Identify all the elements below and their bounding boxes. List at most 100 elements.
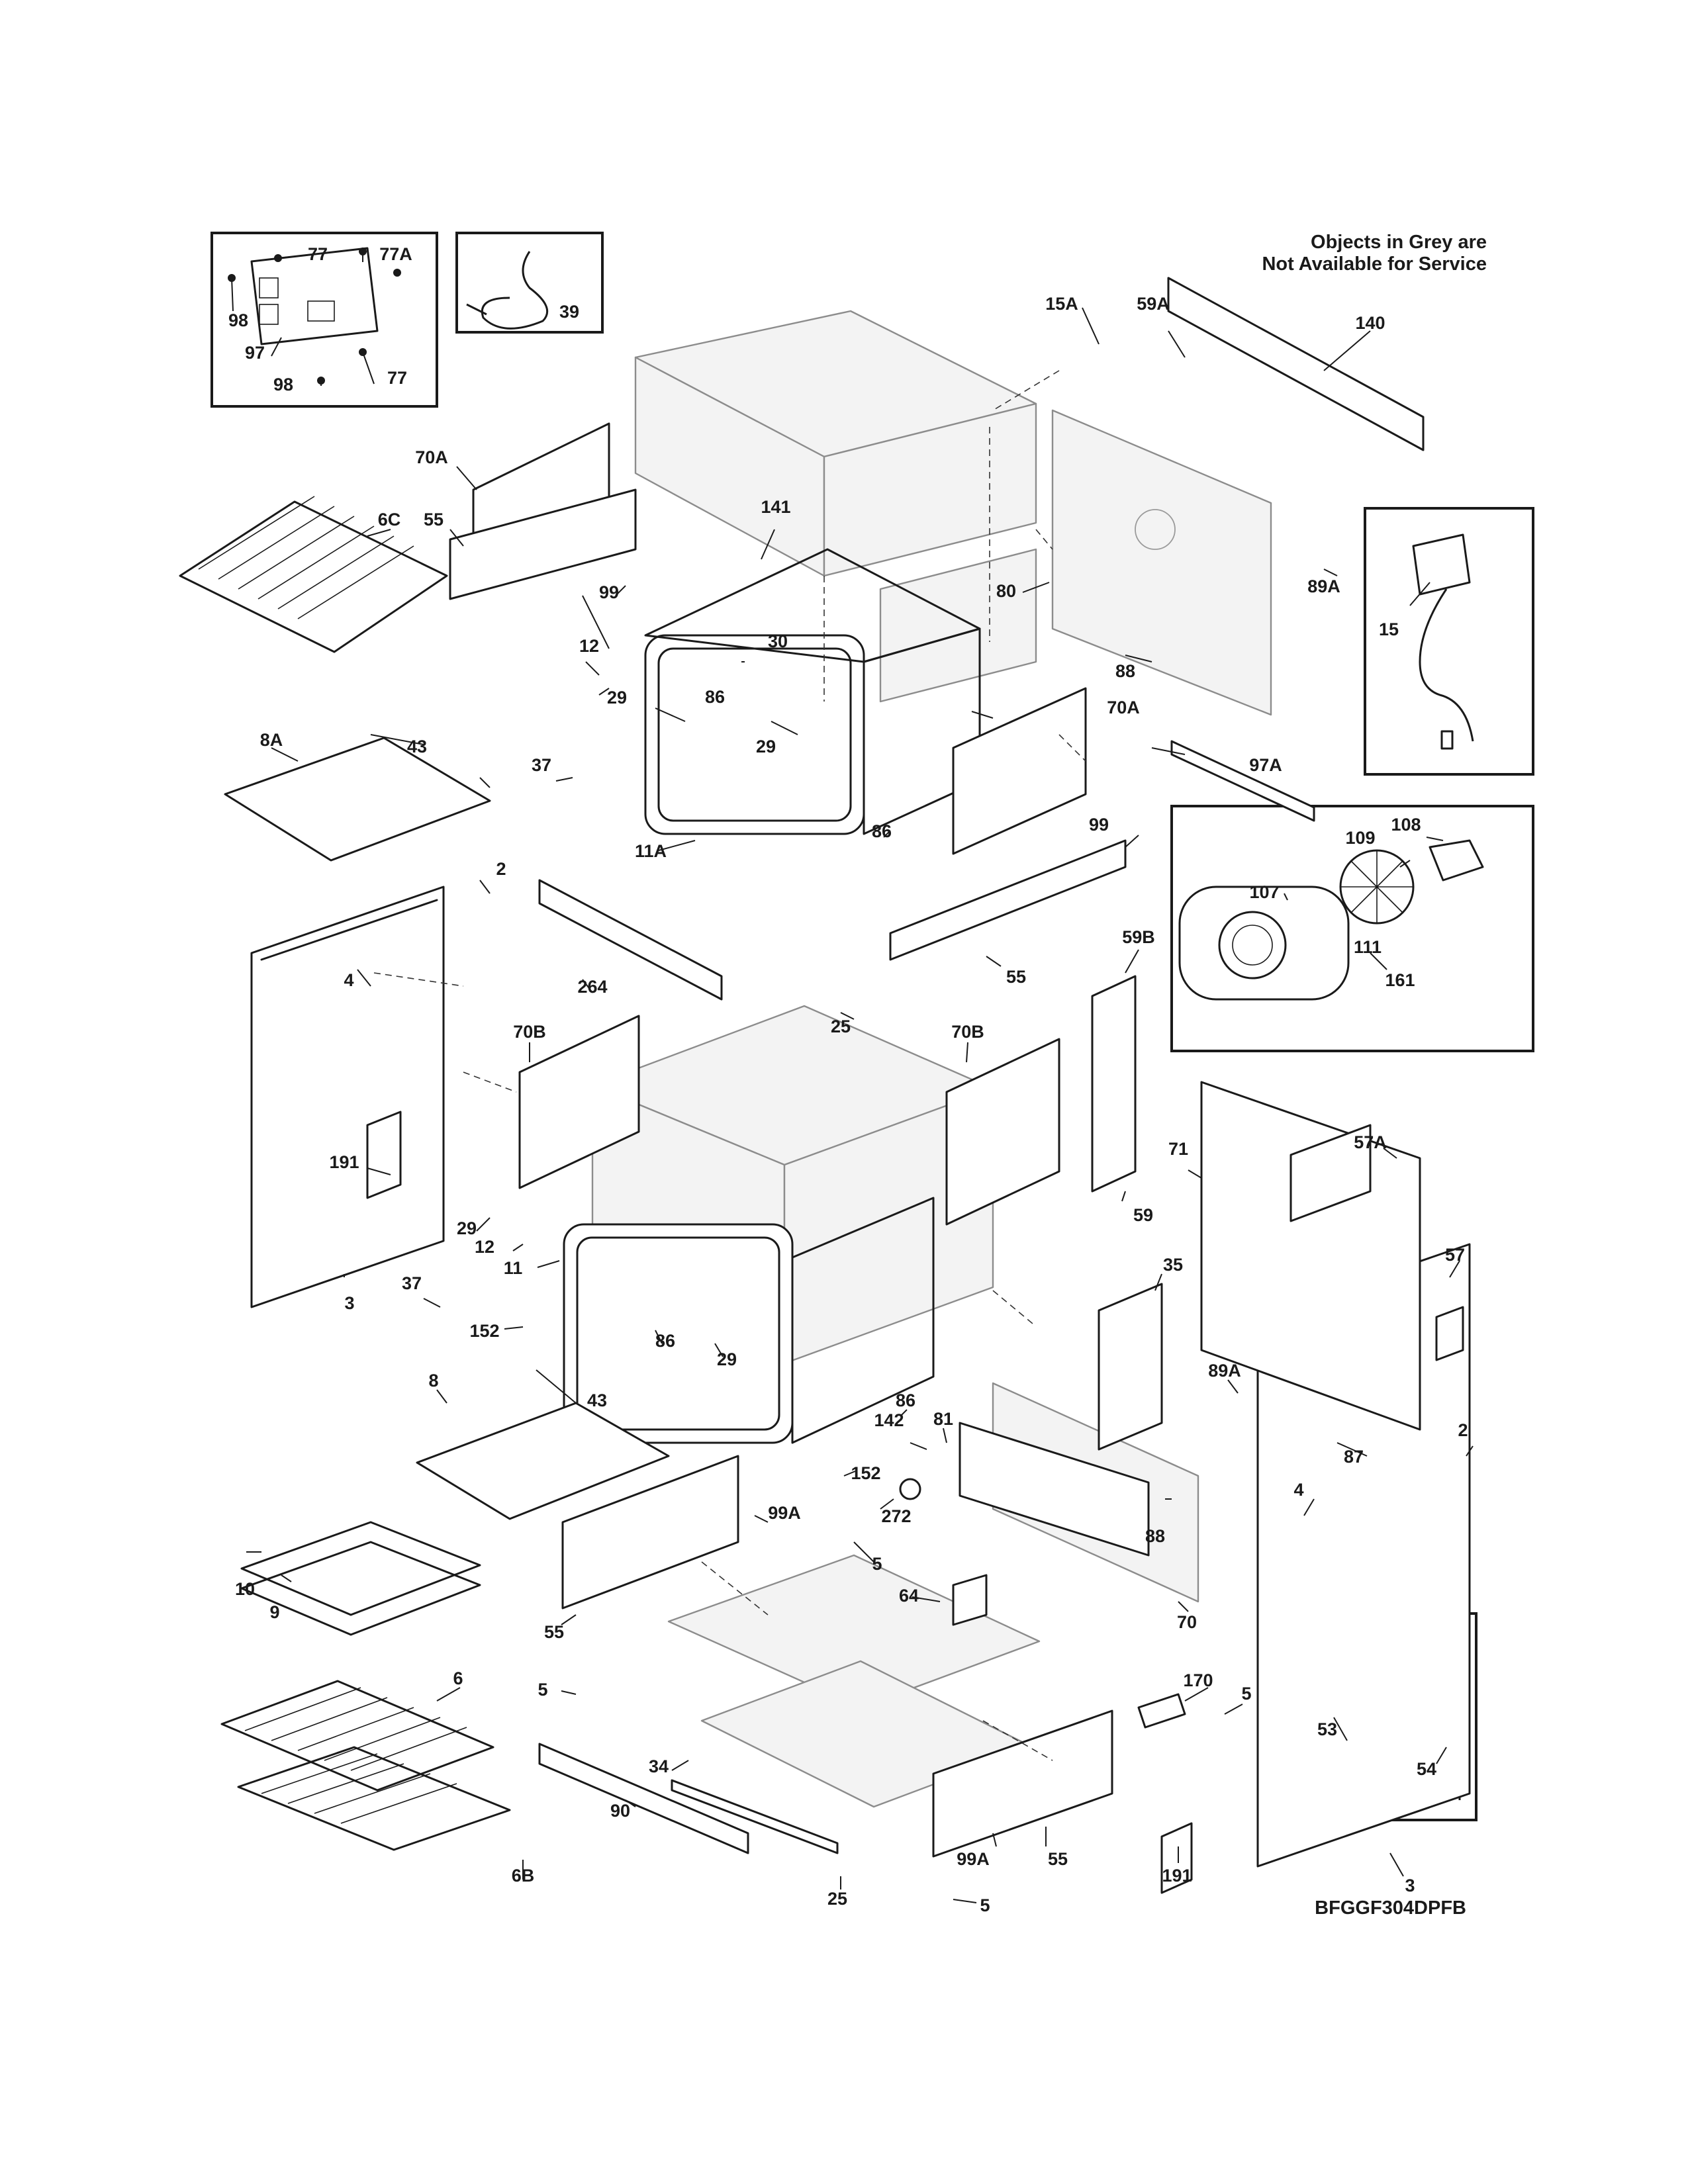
callout-5: 5	[872, 1554, 882, 1574]
callout-5: 5	[538, 1680, 547, 1700]
inset-frame	[211, 232, 438, 408]
brace-191-lower	[1160, 1822, 1193, 1894]
trim-264	[538, 879, 723, 1001]
probe-wire	[1419, 588, 1474, 742]
inset-probe	[1364, 507, 1534, 776]
callout-2: 2	[1458, 1420, 1468, 1440]
callout-89A: 89A	[1208, 1361, 1241, 1381]
rack-6	[220, 1680, 494, 1792]
alignment-dashes	[373, 370, 1086, 1761]
callout-97A: 97A	[1249, 755, 1282, 775]
bottom-frame	[667, 1554, 1041, 1709]
callout-70B: 70B	[951, 1022, 984, 1042]
rack-wires	[198, 496, 414, 619]
callout-86: 86	[655, 1331, 675, 1351]
callout-88: 88	[1145, 1526, 1165, 1546]
callout-70A: 70A	[1107, 698, 1140, 717]
callout-99: 99	[599, 582, 619, 602]
callout-71: 71	[1168, 1139, 1188, 1159]
rack-6B	[237, 1746, 511, 1851]
probe-plug	[1440, 730, 1454, 750]
rail-140-upper	[1167, 277, 1425, 451]
bracket-64	[952, 1574, 988, 1626]
bracket-170	[1137, 1693, 1186, 1729]
broiler-pan-insert	[240, 1521, 481, 1616]
lower-liner-inner	[576, 1236, 780, 1431]
rail-55-99-upper	[449, 488, 637, 600]
rack-6C	[179, 496, 448, 653]
callout-191: 191	[1162, 1866, 1192, 1886]
callout-29: 29	[756, 737, 776, 756]
callout-35: 35	[1163, 1255, 1183, 1275]
callout-9: 9	[269, 1602, 279, 1622]
fan-motor-part	[1429, 839, 1484, 882]
upper-liner-frame	[644, 634, 865, 835]
callout-10: 10	[235, 1579, 255, 1599]
note-line-2: Not Available for Service	[1262, 253, 1487, 275]
relay-c	[307, 300, 335, 322]
callout-57: 57	[1445, 1245, 1465, 1265]
callout-30: 30	[768, 631, 788, 651]
callout-99: 99	[1089, 815, 1109, 835]
panel-70B-left	[518, 1015, 640, 1189]
callout-6: 6	[453, 1668, 463, 1688]
broiler-pan	[240, 1521, 481, 1636]
rear-bracket-grey	[1051, 409, 1272, 716]
bracket-57	[1435, 1306, 1464, 1361]
callout-111: 111	[1354, 937, 1382, 957]
lower-liner-side	[791, 1197, 935, 1444]
control-board-part	[250, 247, 379, 345]
panel-70B-right	[945, 1038, 1060, 1226]
callout-2: 2	[496, 859, 506, 879]
rail-99A-right	[932, 1709, 1113, 1858]
callout-15A: 15A	[1045, 294, 1078, 314]
leader-lines	[231, 251, 1474, 1903]
fan-grille	[1218, 911, 1287, 979]
callout-152: 152	[469, 1321, 499, 1341]
left-side-panel	[250, 886, 445, 1308]
rack-6-frame	[220, 1680, 494, 1792]
panel-70A-lower	[952, 687, 1087, 855]
fan-cover-part	[1178, 886, 1350, 1001]
callout-161: 161	[1385, 970, 1415, 990]
pan-8A	[224, 737, 491, 862]
callout-90: 90	[610, 1801, 630, 1821]
callout-170: 170	[1183, 1670, 1213, 1690]
callout-3: 3	[1405, 1876, 1415, 1895]
callout-99A: 99A	[768, 1503, 801, 1523]
callout-5: 5	[1241, 1684, 1251, 1704]
callout-55: 55	[1006, 967, 1026, 987]
inset-power-cord	[455, 232, 604, 334]
left-panel-lip	[260, 899, 438, 961]
callout-43: 43	[407, 737, 427, 756]
callout-8: 8	[428, 1371, 438, 1390]
power-cord-part	[481, 251, 549, 330]
rack-frame	[179, 500, 448, 653]
callout-25: 25	[827, 1889, 847, 1909]
callout-59: 59	[1133, 1205, 1153, 1225]
brace-191	[366, 1111, 402, 1199]
fan-blades	[1340, 850, 1413, 923]
baffle-70	[959, 1422, 1150, 1557]
probe-module-part	[1412, 533, 1471, 596]
availability-note: Objects in Grey are Not Available for Se…	[1262, 232, 1487, 275]
broiler-pan-base	[240, 1541, 481, 1636]
callout-88: 88	[1115, 661, 1135, 681]
rack-6-wires	[244, 1687, 467, 1771]
callout-43: 43	[587, 1390, 607, 1410]
callout-77A: 77A	[379, 244, 412, 264]
callout-4: 4	[1293, 1480, 1303, 1500]
callout-140: 140	[1355, 313, 1385, 333]
fan-grille-inner	[1232, 925, 1273, 966]
callout-39: 39	[559, 302, 579, 322]
callout-57A: 57A	[1354, 1132, 1387, 1152]
callout-5: 5	[980, 1895, 990, 1915]
callout-81: 81	[933, 1409, 953, 1429]
callout-54: 54	[1417, 1759, 1436, 1779]
rack-6B-wires	[261, 1753, 457, 1824]
callout-142: 142	[874, 1410, 904, 1430]
trim-90	[538, 1743, 749, 1854]
callout-37: 37	[402, 1273, 422, 1293]
callout-4: 4	[344, 970, 353, 990]
callout-77: 77	[387, 368, 407, 388]
